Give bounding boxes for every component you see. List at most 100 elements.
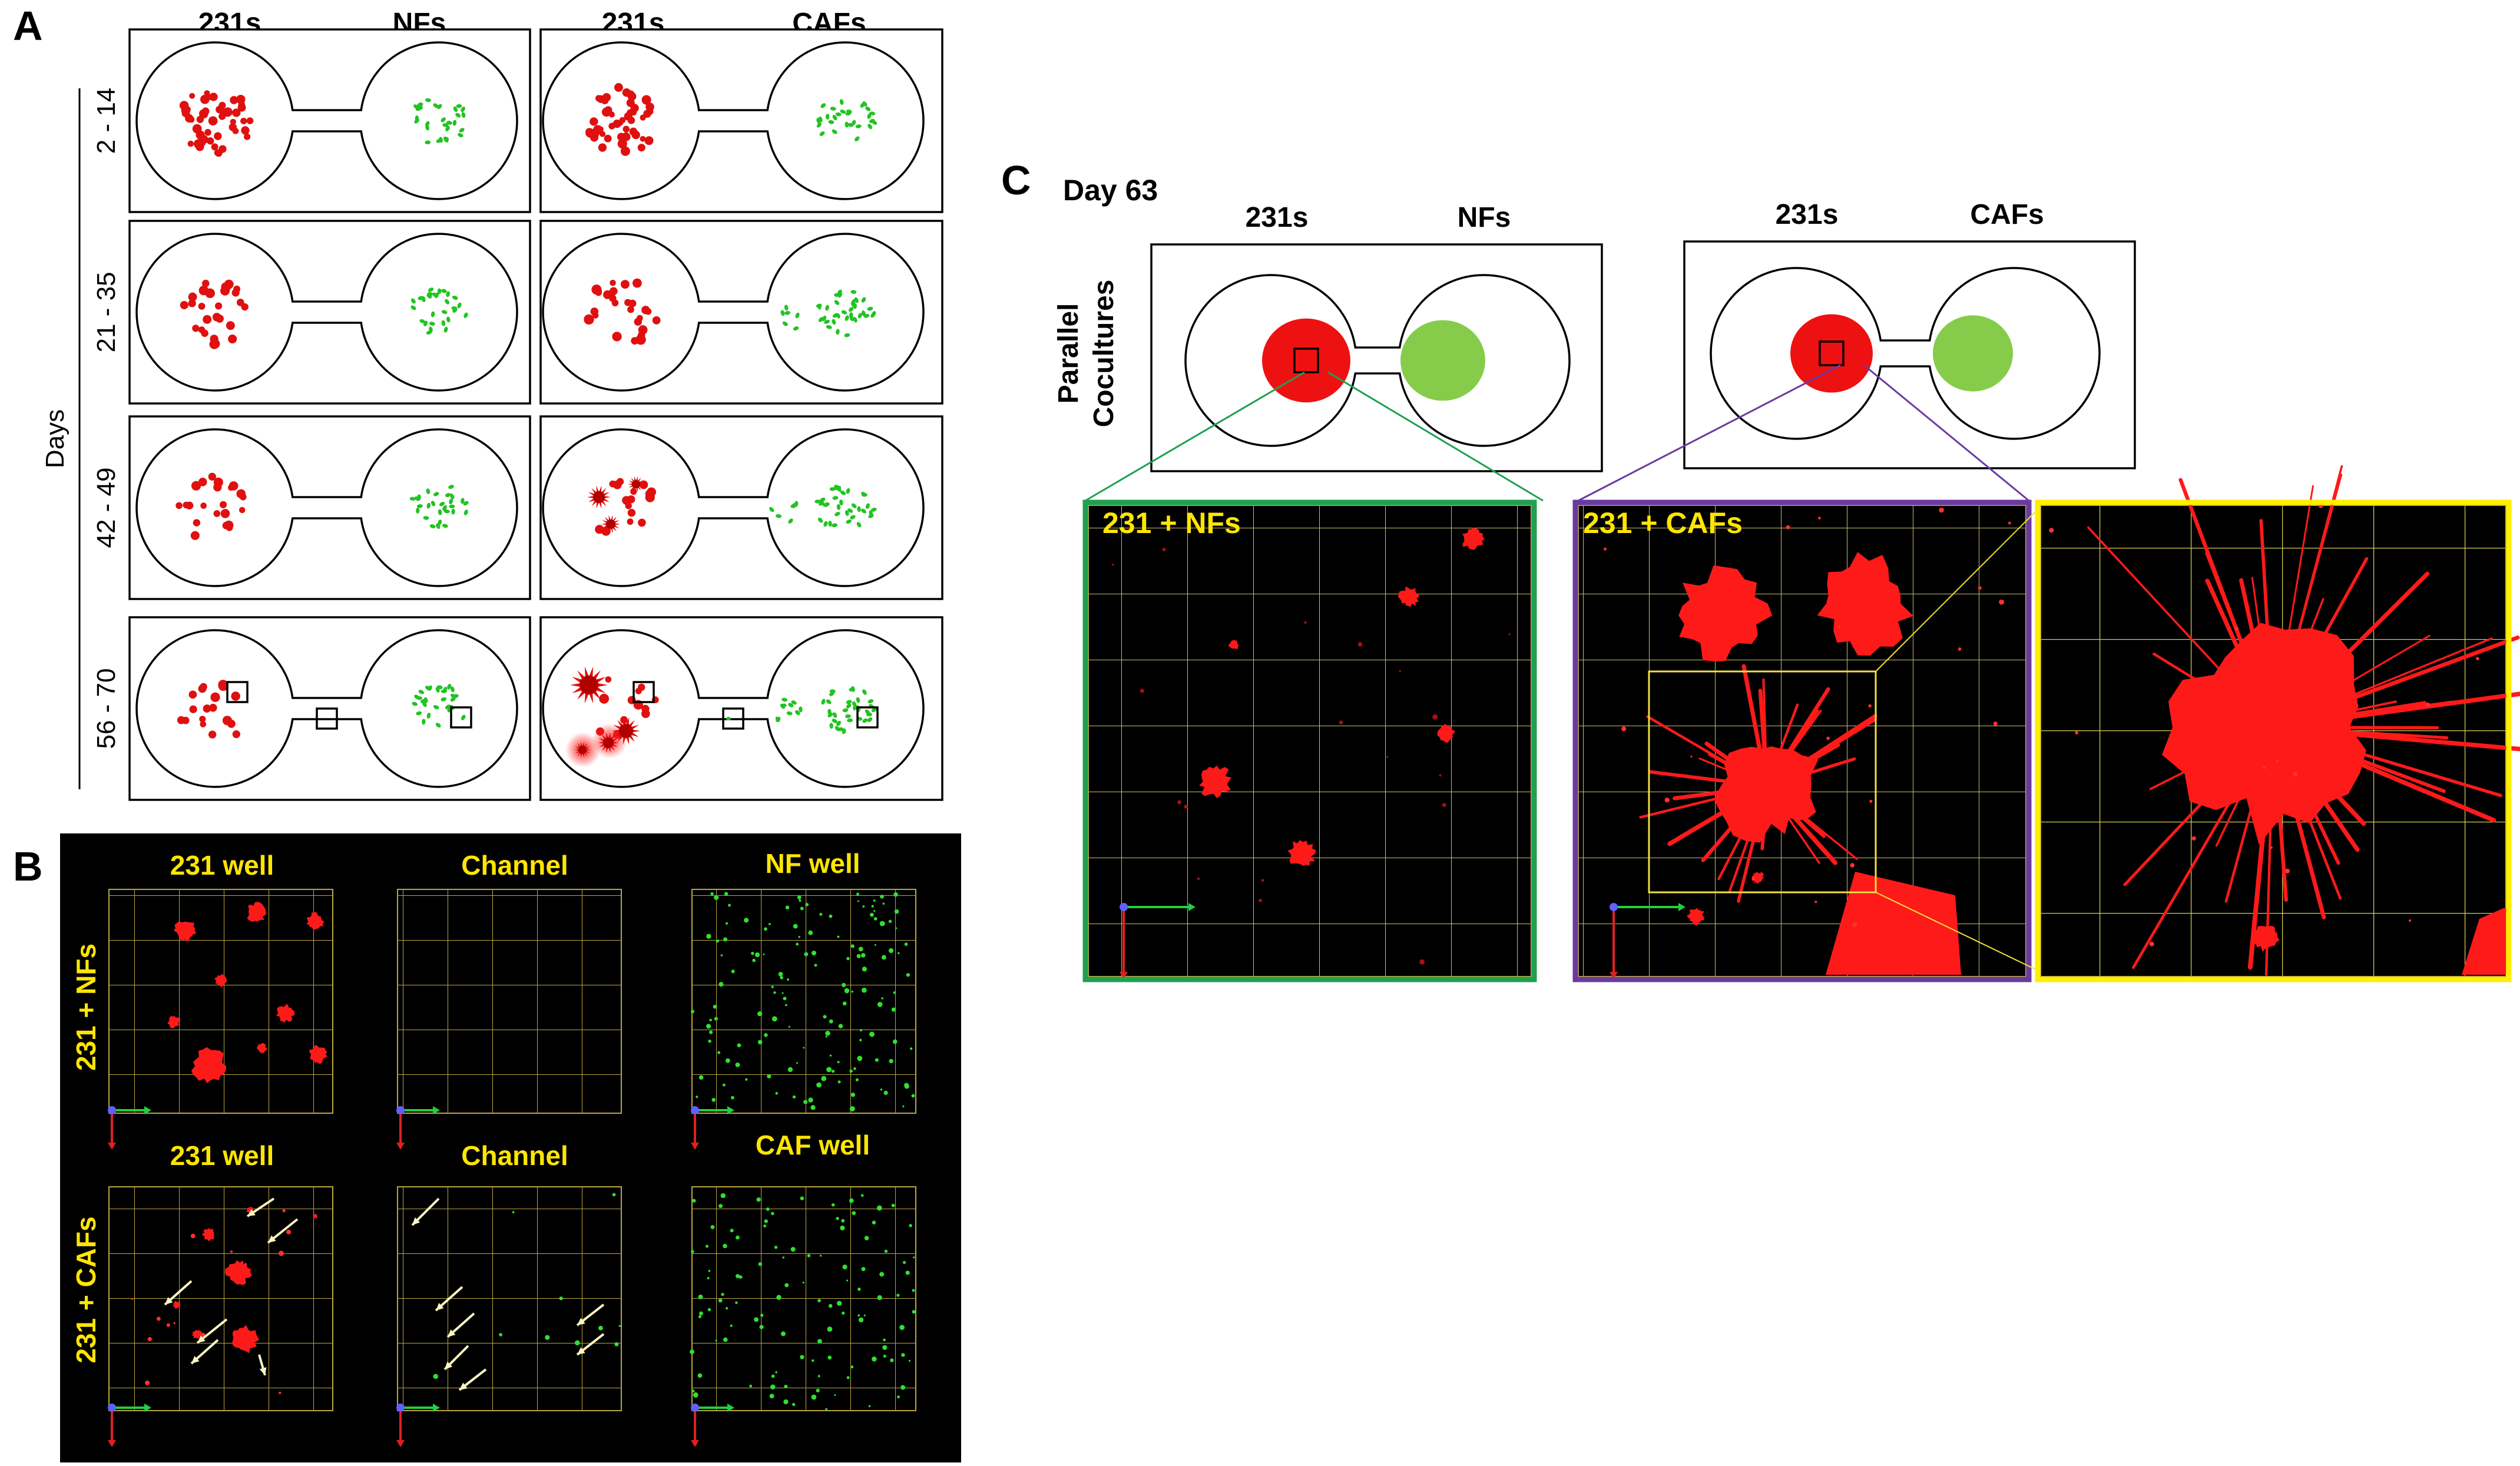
fibroblast-cell — [730, 1229, 734, 1233]
fibroblast-cell — [775, 1371, 777, 1374]
fibroblast-cell — [877, 1004, 880, 1007]
cancer-cell — [230, 118, 236, 125]
cancer-cell — [597, 126, 604, 133]
fibroblast-cell — [823, 1015, 827, 1019]
fibroblast-cell — [804, 952, 809, 957]
cancer-cell — [145, 1380, 150, 1385]
fibroblast-cell — [431, 501, 436, 507]
fibroblast-cell — [905, 1270, 910, 1275]
cancer-cluster — [1826, 872, 1961, 975]
cancer-cell — [216, 315, 224, 323]
cancer-cluster — [1437, 724, 1455, 743]
fibroblast-cell — [836, 1300, 842, 1306]
fibroblast-cell — [857, 900, 859, 902]
cancer-cell — [1999, 599, 2004, 605]
fibroblast-cell — [826, 1067, 832, 1073]
cancer-cell — [227, 719, 236, 728]
cancer-cluster — [167, 1015, 180, 1029]
migrating-fibroblast — [793, 326, 799, 331]
fibroblast-cell — [842, 708, 849, 713]
panel-c: C Day 63 231s NFs 231s CAFs Parallel Coc… — [1001, 157, 2520, 982]
fibroblast-cell — [849, 315, 854, 322]
fibroblast-cell — [836, 313, 840, 319]
migrating-fibroblast — [782, 697, 788, 702]
debris — [1259, 898, 1263, 902]
fibroblast-cell — [456, 104, 462, 108]
fibroblast-cell — [847, 718, 853, 723]
arrow-icon — [443, 1345, 469, 1371]
fibroblast-cell — [441, 697, 447, 701]
roi-square — [722, 707, 744, 730]
fibroblast-cell — [431, 311, 435, 317]
fibroblast-cell — [797, 895, 802, 900]
fibroblast-cell — [450, 494, 455, 499]
axis-label-days: Days — [41, 409, 69, 468]
cancer-cell — [1850, 863, 1855, 868]
fibroblast-cell — [419, 319, 426, 323]
fibroblast-cell — [908, 1359, 911, 1362]
fibroblast-cell — [614, 1342, 619, 1346]
fibroblast-cell — [731, 969, 735, 974]
cancer-cell — [605, 676, 612, 683]
cancer-cell — [221, 282, 231, 292]
zoom-line — [1863, 364, 2029, 502]
zoom-line — [1085, 371, 1305, 502]
fibroblast-cell — [858, 947, 863, 952]
cancer-cell — [246, 117, 254, 124]
fibroblast-cell — [461, 714, 466, 720]
fibroblast-cell — [863, 1314, 866, 1317]
timepoint-label: 2 - 14 — [92, 88, 121, 154]
fibroblast-cell — [714, 895, 719, 900]
fibroblast-cell — [706, 1024, 711, 1029]
cancer-cell — [1604, 547, 1607, 551]
fibroblast-cell — [845, 510, 849, 516]
fibroblast-cell — [844, 988, 850, 994]
timepoint-label: 56 - 70 — [92, 669, 121, 749]
cancer-cell — [2270, 846, 2273, 849]
fibroblast-cell — [856, 697, 860, 703]
migrating-fibroblast — [780, 703, 786, 709]
fibroblast-cell — [545, 1335, 550, 1340]
migrating-fibroblast — [786, 711, 793, 716]
fibroblast-cell — [868, 1405, 871, 1408]
fibroblast-cell — [698, 1315, 702, 1319]
cancer-cell — [200, 721, 207, 727]
migrating-fibroblast — [799, 706, 803, 713]
axes-icon — [108, 1404, 151, 1447]
fibroblast-cell — [447, 684, 452, 690]
cancer-cell — [210, 335, 218, 343]
fibroblast-cell — [758, 1262, 763, 1266]
fibroblast-cell — [409, 497, 416, 501]
fibroblast-cell — [458, 133, 463, 138]
row-label: 231 + NFs — [71, 944, 101, 1071]
fibroblast-cell — [881, 997, 883, 1000]
fibroblast-cell — [844, 333, 850, 337]
fibroblast-cell — [861, 508, 867, 514]
cancer-cell — [185, 114, 194, 123]
fibroblast-cell — [828, 521, 832, 527]
fibroblast-cell — [909, 1224, 912, 1227]
fibroblast-cell — [902, 1105, 905, 1107]
fibroblast-cell — [846, 957, 850, 961]
cancer-cell — [213, 510, 221, 517]
fibroblast-cell — [851, 503, 857, 508]
cancer-cell — [205, 288, 215, 299]
arrow-icon — [446, 1312, 475, 1338]
fibroblast-cell — [837, 1080, 841, 1084]
axes-icon — [108, 1106, 151, 1150]
fibroblast-cell — [446, 291, 451, 297]
invasive-spheroid — [2087, 465, 2520, 976]
fibroblast-cell — [433, 705, 439, 710]
cancer-cell — [200, 683, 207, 691]
fibroblast-cell — [438, 509, 442, 515]
fibroblast-cell — [818, 317, 824, 322]
fibroblast-cell — [426, 713, 431, 719]
cancer-cluster — [309, 1045, 328, 1064]
fibroblast-cell — [846, 488, 850, 494]
fibroblast-cell — [785, 905, 790, 910]
fibroblast-cell — [417, 494, 421, 501]
fibroblast-cell — [773, 991, 776, 994]
cancer-cell — [617, 139, 627, 149]
fibroblast-cell — [717, 1051, 721, 1054]
cancer-cluster — [1687, 908, 1705, 926]
